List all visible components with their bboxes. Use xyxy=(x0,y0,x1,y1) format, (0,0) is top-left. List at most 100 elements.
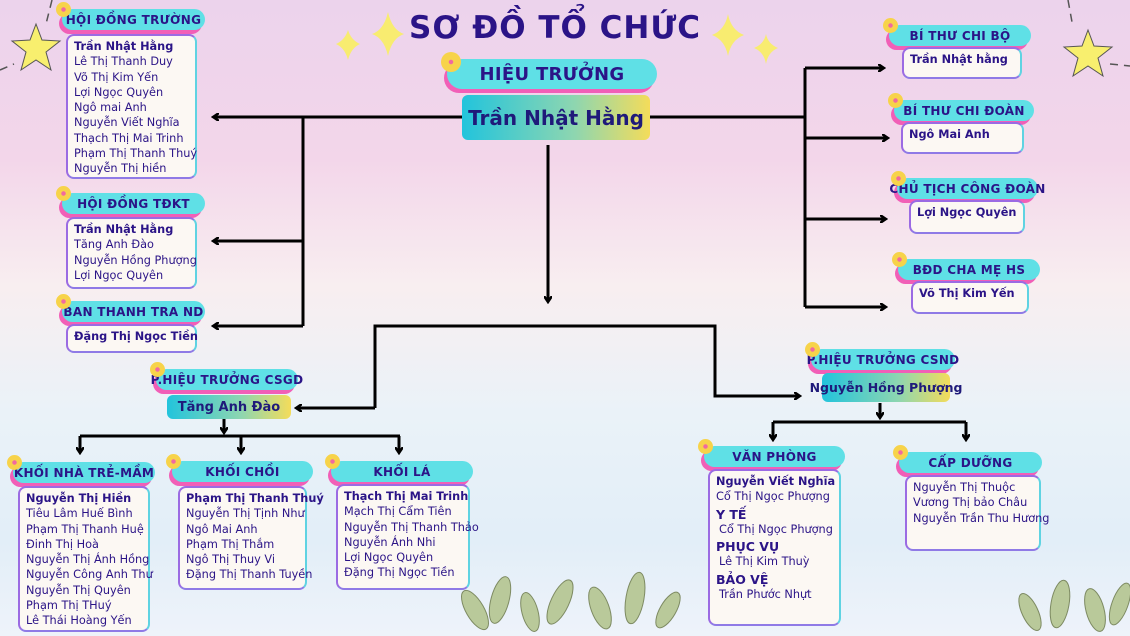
member-name: Lê Thị Kim Thuỳ xyxy=(719,555,810,569)
vice-csgd-header-label: P.HIỆU TRƯỞNG CSGD xyxy=(150,372,304,387)
section-label: BẢO VỆ xyxy=(716,571,769,587)
member-name: Đặng Thị Ngọc Tiền xyxy=(74,330,198,343)
card-btcd-members: Ngô Mai Anh xyxy=(901,122,1024,154)
card-title: BAN THANH TRA ND xyxy=(63,304,204,319)
vice-csnd-header: P.HIỆU TRƯỞNG CSND xyxy=(805,342,959,370)
card-title: HỘI ĐỒNG TĐKT xyxy=(77,196,190,211)
member-name: Phạm Thị Thanh Thuý xyxy=(186,492,324,505)
section-label: Y TẾ xyxy=(716,506,747,522)
vice-csnd-name: Nguyễn Hồng Phượng xyxy=(810,373,962,402)
member-name: Ngô Mai Anh xyxy=(909,128,990,141)
flower-icon xyxy=(805,342,820,357)
member-name: Nguyễn Thị Ánh Hồng xyxy=(26,553,150,567)
page-title: SƠ ĐỒ TỔ CHỨC xyxy=(409,10,701,46)
card-btcd-header: BÍ THƯ CHI ĐOÀN xyxy=(888,93,1034,121)
member-name: Lợi Ngọc Quyên xyxy=(74,268,164,282)
card-title: CHỦ TỊCH CÔNG ĐOÀN xyxy=(889,181,1046,196)
card-bdd-members: Võ Thị Kim Yến xyxy=(911,281,1029,314)
flower-icon xyxy=(56,294,71,309)
flower-icon xyxy=(441,52,461,72)
card-la-header: KHỐI LÁ xyxy=(325,454,473,482)
member-name: Lợi Ngọc Quyên xyxy=(74,85,164,99)
card-btt-members: Đặng Thị Ngọc Tiền xyxy=(66,324,198,353)
member-name: Tiêu Lâm Huế Bình xyxy=(26,507,133,521)
principal-header-label: HIỆU TRƯỞNG xyxy=(479,63,625,85)
card-title: BÍ THƯ CHI ĐOÀN xyxy=(903,103,1025,118)
member-name: Thạch Thị Mai Trinh xyxy=(344,490,469,503)
member-name: Nguyễn Hồng Phượng xyxy=(74,253,197,267)
member-name: Võ Thị Kim Yến xyxy=(919,287,1015,300)
card-title: BĐD CHA MẸ HS xyxy=(912,262,1026,277)
member-name: Lê Thái Hoàng Yến xyxy=(26,614,132,628)
flower-icon xyxy=(893,445,908,460)
card-cd-header: CẤP DƯỠNG xyxy=(893,445,1042,473)
card-title: KHỐI CHỒI xyxy=(205,464,280,479)
member-name: Cổ Thị Ngọc Phượng xyxy=(716,490,830,504)
card-btcb-header: BÍ THƯ CHI BỘ xyxy=(883,18,1031,46)
member-name: Trần Nhật hằng xyxy=(910,53,1008,66)
member-name: Nguyễn Viết Nghĩa xyxy=(74,116,180,130)
member-name: Cổ Thị Ngọc Phượng xyxy=(719,522,833,536)
member-name: Nguyễn Thị Quyên xyxy=(26,583,131,597)
member-name: Nguyễn Thị hiền xyxy=(74,162,167,176)
principal-header: HIỆU TRƯỞNG xyxy=(441,52,657,89)
member-name: Ngô Thị Thuy Vi xyxy=(186,553,276,567)
card-choi-header: KHỐI CHỒI xyxy=(166,454,313,482)
member-name: Đặng Thị Thanh Tuyền xyxy=(186,568,313,582)
member-name: Phạm Thị Thanh Thuý xyxy=(74,147,198,161)
dashed-line-icon xyxy=(0,0,1130,71)
member-name: Thạch Thị Mai Trinh xyxy=(74,131,184,145)
card-ctcd-members: Lợi Ngọc Quyên xyxy=(909,200,1025,234)
flower-icon xyxy=(325,454,340,469)
flower-icon xyxy=(888,93,903,108)
card-title: HỘI ĐỒNG TRƯỜNG xyxy=(65,12,202,27)
member-name: Đinh Thị Hoà xyxy=(26,537,99,551)
member-name: Ngô Mai Anh xyxy=(186,522,258,536)
card-vp-header: VĂN PHÒNG xyxy=(698,439,845,467)
flower-icon xyxy=(7,455,22,470)
card-bdd-header: BĐD CHA MẸ HS xyxy=(892,252,1040,280)
member-name: Nguyễn Thị Thuộc xyxy=(913,481,1016,494)
member-name: Đặng Thị Ngọc Tiền xyxy=(344,566,455,580)
card-ctcd-header: CHỦ TỊCH CÔNG ĐOÀN xyxy=(889,171,1045,199)
card-title: BÍ THƯ CHI BỘ xyxy=(909,28,1011,43)
flower-icon xyxy=(56,2,71,17)
card-title: VĂN PHÒNG xyxy=(732,449,817,464)
vice-csgd-name: Tăng Anh Đào xyxy=(167,395,291,419)
card-title: KHỐI LÁ xyxy=(373,464,431,479)
member-name: Tăng Anh Đào xyxy=(74,238,154,252)
member-name: Lợi Ngọc Quyên xyxy=(344,551,434,565)
flower-icon xyxy=(698,439,713,454)
flower-icon xyxy=(883,18,898,33)
section-label: PHỤC VỤ xyxy=(716,539,780,555)
member-name: Mạch Thị Cẩm Tiên xyxy=(344,505,452,519)
member-name: Trần Nhật Hằng xyxy=(74,40,174,53)
member-name: Nguyễn Thị Hiền xyxy=(26,492,132,505)
member-name: Phạm Thị Thanh Huệ xyxy=(26,522,144,536)
card-tdkt-header: HỘI ĐỒNG TĐKT xyxy=(56,186,205,214)
member-name: Võ Thị Kim Yến xyxy=(74,70,159,84)
flower-icon xyxy=(150,362,165,377)
member-name: Trần Phước Nhựt xyxy=(719,588,812,602)
flower-icon xyxy=(56,186,71,201)
member-name: Lợi Ngọc Quyên xyxy=(917,206,1017,219)
member-name: Nguyễn Thị Tịnh Như xyxy=(186,507,305,521)
member-name: Phạm Thị THuý xyxy=(26,599,112,613)
card-title: CẤP DƯỠNG xyxy=(928,455,1013,470)
flower-icon xyxy=(891,171,906,186)
leaves-icon xyxy=(461,571,1130,632)
vice-csnd-header-label: P.HIỆU TRƯỞNG CSND xyxy=(806,352,960,367)
member-name: Ngô mai Anh xyxy=(74,101,147,115)
member-name: Trần Nhật Hằng xyxy=(74,223,174,236)
card-title: KHỐI NHÀ TRẺ-MẦM xyxy=(13,465,155,480)
card-btcb-members: Trần Nhật hằng xyxy=(902,47,1022,79)
card-ntm-header: KHỐI NHÀ TRẺ-MẦM xyxy=(7,455,155,483)
